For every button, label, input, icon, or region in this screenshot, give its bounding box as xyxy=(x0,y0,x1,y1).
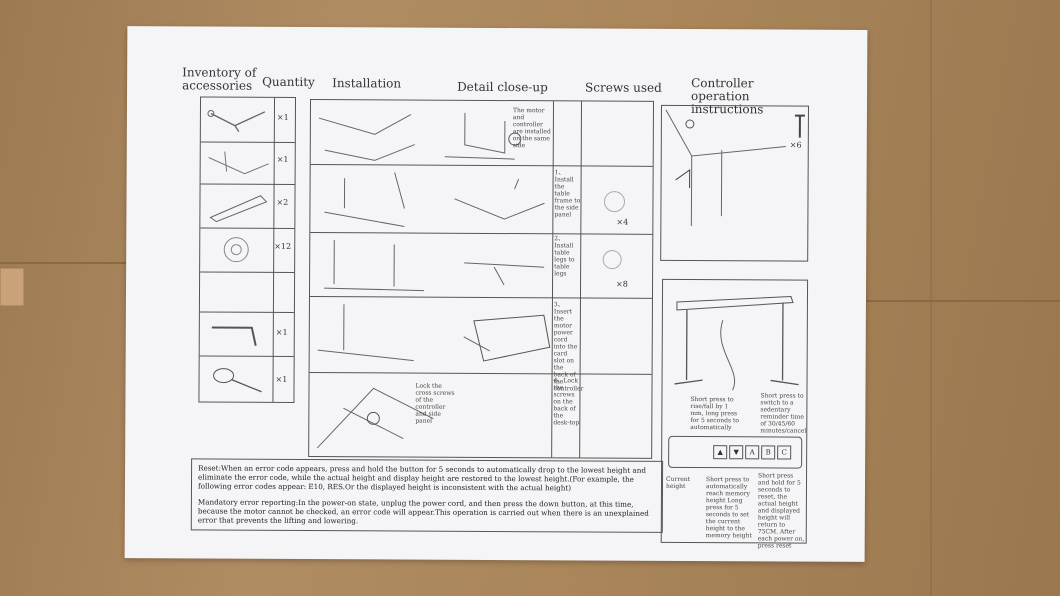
quantity-label: ×1 xyxy=(276,112,289,122)
installation-table: The motor and controller are installed o… xyxy=(308,99,655,459)
screw-count: ×6 xyxy=(789,140,802,150)
controller-label: Short press to rise/fall by 1 mm, long p… xyxy=(690,396,740,432)
reset-note: Reset:When an error code appears, press … xyxy=(197,463,647,493)
quantity-label: ×1 xyxy=(275,327,288,337)
step-text: 1、Install the table frame to the side pa… xyxy=(554,169,581,219)
memory-a-button[interactable]: A xyxy=(745,445,760,460)
header-installation: Installation xyxy=(332,76,402,91)
hex-key-icon xyxy=(211,326,257,346)
screw-icon xyxy=(794,114,805,138)
quantity-label: ×2 xyxy=(276,197,289,207)
header-inventory: Inventory of accessories xyxy=(182,65,257,93)
header-screws: Screws used xyxy=(585,80,662,95)
header-detail: Detail close-up xyxy=(457,79,548,95)
quantity-label: ×1 xyxy=(275,374,288,384)
up-button[interactable]: ▲ xyxy=(713,445,728,460)
screw-detail-icon xyxy=(602,250,622,270)
screw-detail-icon xyxy=(603,191,625,213)
controller-keypad: ▲ ▼ A B C xyxy=(668,435,803,469)
header-quantity: Quantity xyxy=(262,74,315,90)
cardboard-seam xyxy=(930,0,932,596)
quantity-label: ×12 xyxy=(274,241,292,251)
controller-label: Short press and hold for 5 seconds to re… xyxy=(757,472,805,550)
down-button[interactable]: ▼ xyxy=(729,445,744,460)
cardboard-seam xyxy=(0,262,126,264)
install-step-0-drawing xyxy=(318,112,522,161)
instruction-sheet: Inventory of accessories Quantity Instal… xyxy=(124,26,868,562)
controller-label: Short press to switch to a sedentary rem… xyxy=(760,392,807,435)
screw-pack-icon xyxy=(223,237,249,263)
support-beam-icon xyxy=(209,195,268,223)
notes-box: Reset:When an error code appears, press … xyxy=(190,458,664,533)
step-text: The motor and controller are installed o… xyxy=(512,107,551,150)
install-step-4-drawing xyxy=(316,387,434,449)
cross-bar-icon xyxy=(208,151,269,175)
frame-bracket-icon xyxy=(207,110,266,133)
tape-piece xyxy=(0,268,24,306)
controller-desk-diagram xyxy=(660,104,809,262)
controller-panel-diagram: Short press to rise/fall by 1 mm, long p… xyxy=(660,278,809,550)
cardboard-seam xyxy=(866,300,1060,302)
memory-c-button[interactable]: C xyxy=(777,445,792,460)
inventory-table: ×1 ×1 ×2 ×12 ×1 ×1 xyxy=(198,96,297,403)
install-step-2-drawing xyxy=(324,240,545,292)
desk-drawing xyxy=(674,296,799,391)
screwdriver-icon xyxy=(213,368,262,393)
step-text: 2、Install table legs to table legs xyxy=(554,235,575,278)
desk-corner-drawing xyxy=(665,109,786,227)
step-text: Lock the cross screws of the controller … xyxy=(415,382,455,425)
memory-b-button[interactable]: B xyxy=(761,445,776,460)
controller-label: Short press to automatically reach memor… xyxy=(705,476,752,540)
quantity-label: ×1 xyxy=(276,154,289,164)
install-step-1-drawing xyxy=(324,172,545,228)
step-text: 4、Lock the screws on the back of the des… xyxy=(553,377,580,427)
screw-count: ×8 xyxy=(616,279,628,289)
screw-count: ×4 xyxy=(616,217,629,227)
mandatory-note: Mandatory error reporting:In the power-o… xyxy=(197,497,649,526)
controller-label: Current height xyxy=(665,475,691,490)
install-step-3-drawing xyxy=(317,304,551,362)
